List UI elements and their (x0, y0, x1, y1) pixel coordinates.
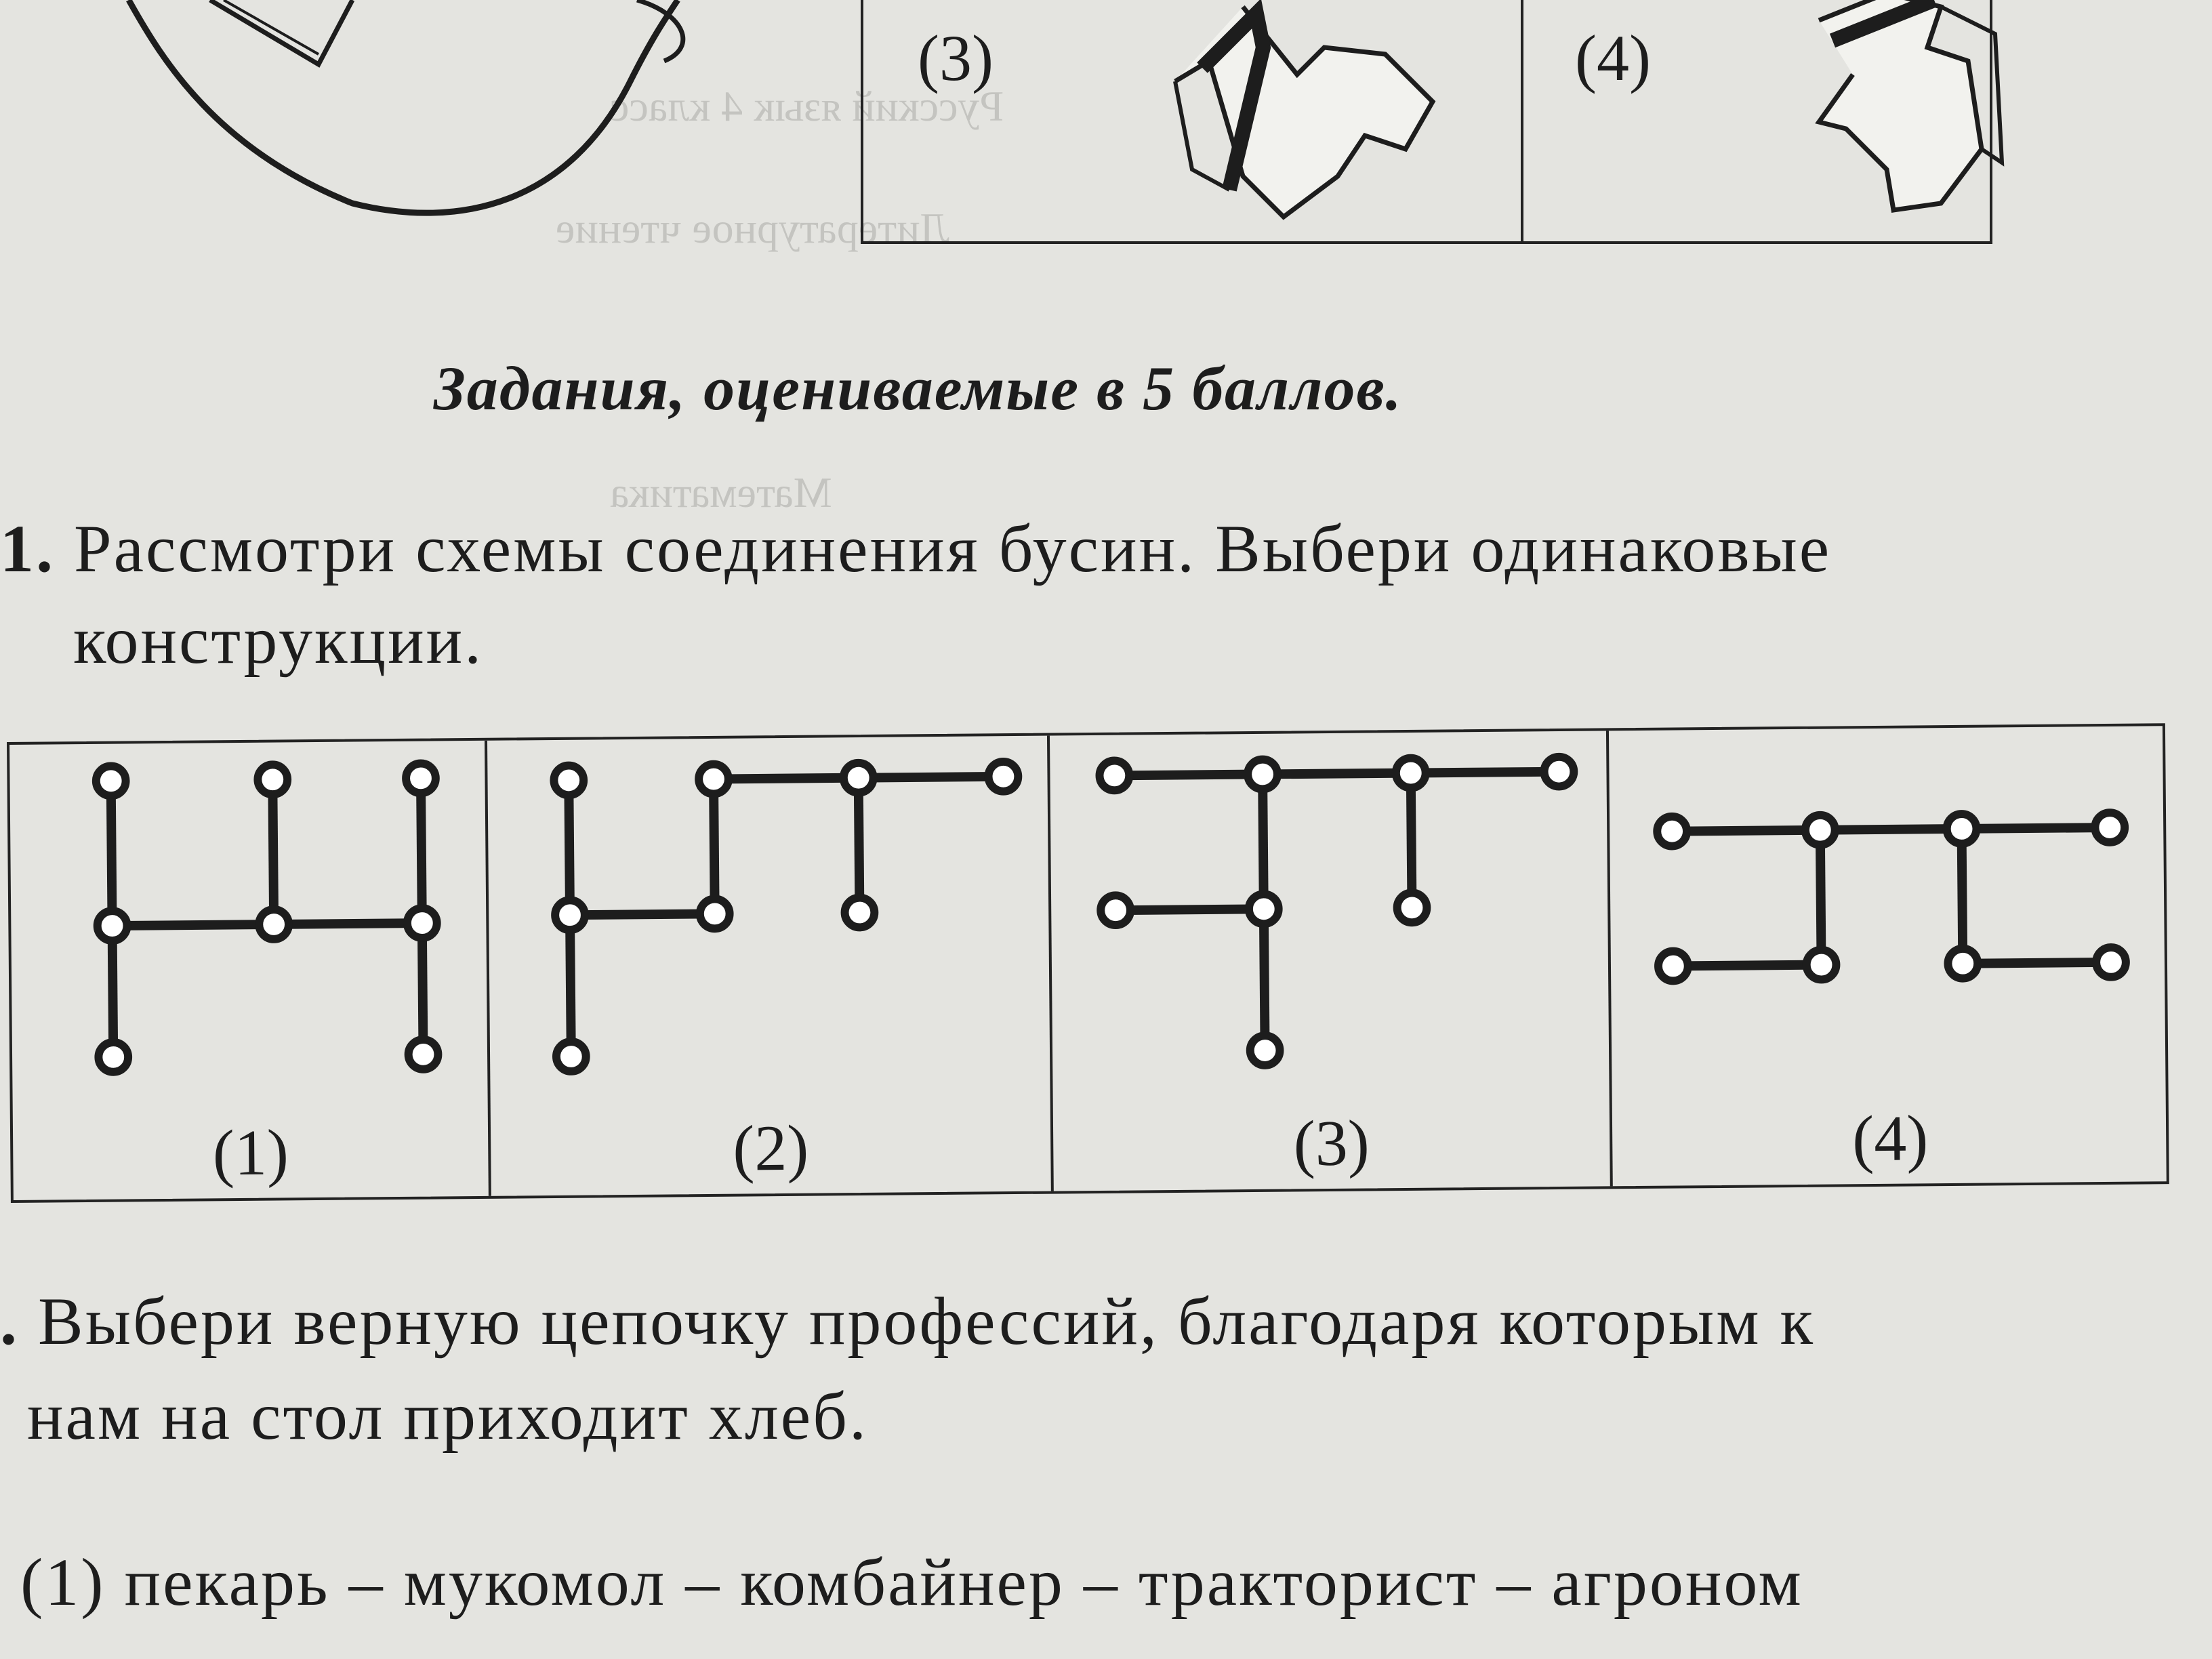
task-1-line-2: конструкции. (73, 602, 484, 678)
bead-diagrams-table: (1) (2) (7, 723, 2169, 1203)
answer-option-1: (1) пекарь – мукомол – комбайнер – тракт… (20, 1544, 1803, 1620)
bead (255, 905, 293, 943)
task-1-text: Рассмотри схемы соединения бусин. Выбери… (74, 511, 1832, 586)
bead (93, 907, 131, 945)
bead-scheme-4 (1653, 808, 2130, 985)
bead (1097, 891, 1134, 930)
bead (2091, 808, 2129, 846)
bead (1391, 754, 1430, 792)
bead (1944, 944, 1982, 983)
bead (404, 1036, 443, 1073)
bead (1244, 755, 1282, 794)
task-2-text: Выбери верную цепочку профессий, благода… (38, 1284, 1816, 1359)
task-2-line-2: нам на стол приходит хлеб. (27, 1378, 869, 1454)
puzzle-piece-3 (1173, 0, 1436, 220)
diagram-label-3: (3) (1293, 1106, 1370, 1180)
diagram-cell-3: (3) (1049, 731, 1613, 1191)
diagram-label-2: (2) (732, 1111, 809, 1185)
diagram-cell-2: (2) (487, 735, 1054, 1196)
bead (1540, 752, 1578, 791)
bead (984, 757, 1023, 796)
bead-scheme-3 (1095, 752, 1578, 1069)
bead (253, 760, 292, 799)
bead (1393, 888, 1431, 927)
task-2-line-1: . Выбери верную цепочку профессий, благо… (0, 1277, 1815, 1366)
bead (91, 762, 130, 800)
bead (1095, 756, 1134, 795)
bead (403, 904, 441, 942)
bead (840, 893, 879, 932)
bead (94, 1038, 133, 1076)
diagram-cell-1: (1) (9, 740, 491, 1200)
bead (695, 895, 734, 933)
bead-scheme-2 (550, 757, 1023, 1076)
bead (402, 759, 440, 798)
section-heading: Задания, оцениваемые в 5 баллов. (434, 354, 1403, 423)
bead (552, 1038, 590, 1076)
bead (1801, 811, 1839, 849)
diagram-label-4: (4) (1851, 1101, 1929, 1175)
bead (1654, 947, 1692, 985)
top-answer-box: (3) (4) (861, 0, 2005, 244)
bead (550, 761, 588, 800)
diagram-label-1: (1) (212, 1115, 289, 1189)
task-1-line-1: 1. Рассмотри схемы соединения бусин. Выб… (0, 505, 1831, 593)
box-divider (1521, 0, 1523, 241)
bead (1244, 890, 1283, 928)
bead (695, 760, 733, 798)
option-label-3: (3) (918, 22, 994, 94)
task-1-number: 1. (0, 511, 55, 586)
jug-drawing (126, 0, 686, 216)
task-2-number: . (0, 1284, 19, 1359)
bead (839, 758, 878, 797)
bead (1802, 945, 1841, 984)
puzzle-piece-4 (1815, 0, 2005, 213)
option-label-4: (4) (1575, 22, 1651, 94)
bead (2092, 943, 2130, 981)
bead (1653, 812, 1691, 851)
bead-scheme-1 (91, 759, 443, 1076)
bead (1942, 810, 1981, 848)
diagram-cell-4: (4) (1609, 726, 2169, 1186)
bead (551, 896, 589, 935)
bead (1246, 1031, 1284, 1069)
